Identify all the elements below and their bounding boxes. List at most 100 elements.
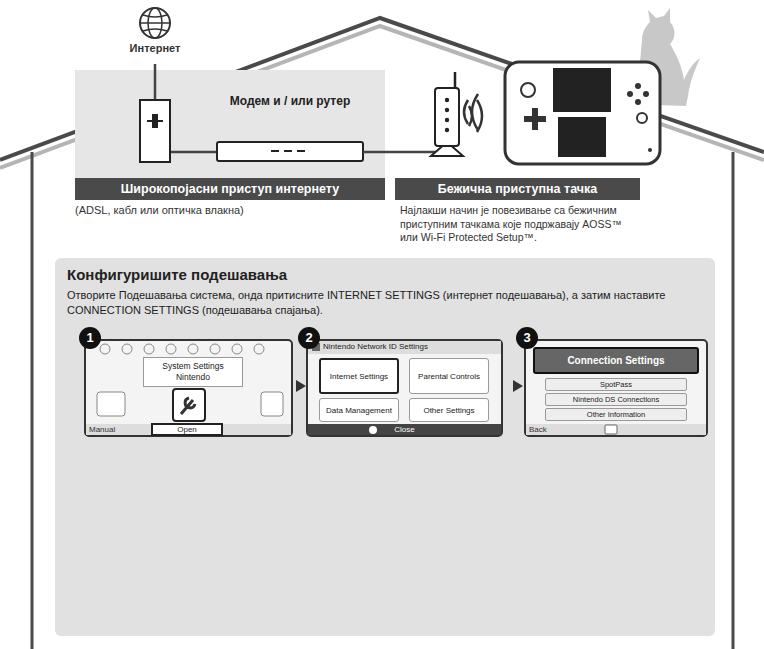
illustration-shape [643, 91, 649, 97]
text-holder: Connection Settings [535, 349, 697, 372]
text-holder: Close [367, 424, 442, 436]
text-holder: 3 [516, 327, 538, 349]
button-label: Other Settings [410, 399, 488, 421]
menu-button: Data Management [319, 398, 399, 422]
callout-number: 1 [79, 327, 101, 349]
illustration-shape [635, 83, 641, 89]
illustration-shape [271, 150, 279, 152]
panel-body: Отворите Подешавања система, онда притис… [67, 288, 687, 318]
illustration-shape [454, 72, 457, 88]
screen-button-label: Close [367, 424, 442, 436]
text-holder: 1 [79, 327, 101, 349]
text-holder: Other Settings [410, 399, 488, 421]
text-holder: Parental Controls [410, 359, 488, 393]
illustration-shape [526, 424, 706, 435]
band-heading: Бежична приступна тачка [395, 178, 640, 200]
text-holder: System Settings Nintendo [143, 357, 243, 387]
panel-heading: Конфигуришите подешавања [67, 266, 697, 283]
illustration-shape [469, 100, 482, 132]
button-label: Parental Controls [410, 359, 488, 393]
screenshot-internet-settings: Nintendo Network ID SettingsCloseInterne… [307, 340, 502, 436]
screenshot-home-drawing [85, 340, 292, 436]
screen-title: Nintendo Network ID Settings [323, 341, 493, 353]
illustration-shape [445, 98, 449, 102]
button-label: Nintendo DS Connections [546, 394, 686, 405]
text-holder: Најлакши начин је повезивање са бежичним… [400, 204, 640, 245]
text-holder: Бежична приступна тачка [395, 178, 640, 200]
illustration-shape [308, 341, 501, 354]
illustration-shape [100, 344, 110, 354]
illustration-shape [261, 392, 283, 416]
illustration-shape [732, 152, 735, 649]
button-label: Connection Settings [535, 349, 697, 372]
illustration-shape [521, 83, 535, 97]
illustration-shape [86, 424, 291, 435]
screenshot-connection-menu: Back Connection SettingsSpotPassNintendo … [525, 340, 707, 436]
text-holder: 2 [298, 327, 320, 349]
screen-button-label: Open [151, 423, 223, 436]
note-text: (ADSL, кабл или оптичка влакна) [75, 204, 385, 216]
illustration-shape [140, 100, 170, 162]
illustration-shape [445, 118, 449, 122]
broadband-panel: Широкопојасни приступ интернету(ADSL, ка… [75, 70, 385, 200]
band-heading: Широкопојасни приступ интернету [75, 178, 385, 200]
illustration-shape [166, 344, 176, 354]
text-holder: Модем и / или рутер [205, 94, 375, 108]
screenshot-home: System Settings NintendoManual Open [85, 340, 292, 436]
screen-button-label: Manual [89, 424, 129, 436]
illustration-shape [635, 99, 641, 105]
illustration-shape [369, 426, 377, 434]
node-label: Модем и / или рутер [205, 94, 375, 108]
illustration-shape [210, 344, 220, 354]
text-holder: Nintendo DS Connections [546, 394, 686, 405]
illustration-shape [144, 344, 154, 354]
screen-title: System Settings Nintendo [143, 357, 243, 387]
callout-number: 3 [516, 327, 538, 349]
illustration-shape [445, 128, 449, 132]
text-holder: Конфигуришите подешавања [67, 266, 697, 283]
illustration-shape [525, 340, 707, 436]
illustration-shape [97, 392, 125, 416]
illustration-shape [188, 344, 198, 354]
broadband-panel-ground [75, 70, 385, 200]
illustration-shape [297, 150, 305, 152]
menu-button: SpotPass [545, 378, 687, 391]
note-text: Најлакши начин је повезивање са бежичним… [400, 204, 640, 245]
illustration-shape [122, 344, 132, 354]
illustration-shape [445, 108, 449, 112]
illustration-shape [217, 142, 363, 161]
network-cable [375, 151, 395, 154]
illustration-shape [143, 15, 167, 31]
modem-router: Модем и / или рутер [205, 84, 375, 162]
illustration-shape [363, 151, 375, 154]
text-holder: Open [151, 423, 223, 436]
internet-globe-drawing [110, 4, 200, 64]
illustration-shape [254, 344, 264, 354]
node-label: Интернет [110, 42, 200, 54]
menu-button: Connection Settings [533, 347, 699, 374]
illustration-shape [31, 152, 34, 649]
illustration-shape [205, 151, 217, 154]
text-holder: (ADSL, кабл или оптичка влакна) [75, 204, 385, 216]
illustration-shape [524, 108, 546, 130]
illustration-shape [513, 380, 523, 392]
text-holder: Other Information [546, 409, 686, 420]
screen-button-label: Back [529, 424, 569, 436]
text-holder: Back [529, 424, 569, 436]
text-holder: Nintendo Network ID Settings [323, 341, 493, 353]
illustration-shape [435, 88, 459, 146]
text-holder: Data Management [320, 399, 398, 421]
menu-button: Other Settings [409, 398, 489, 422]
button-label: Data Management [320, 399, 398, 421]
text-holder: Manual [89, 424, 129, 436]
illustration-shape [173, 389, 205, 421]
text-holder: Отворите Подешавања система, онда притис… [67, 288, 687, 318]
button-label: SpotPass [546, 379, 686, 390]
illustration-shape [553, 68, 611, 112]
illustration-shape [140, 8, 170, 38]
illustration-shape [627, 91, 633, 97]
settings-panel: Конфигуришите подешавањаОтворите Подешав… [55, 258, 715, 636]
text-holder: Интернет [110, 42, 200, 54]
